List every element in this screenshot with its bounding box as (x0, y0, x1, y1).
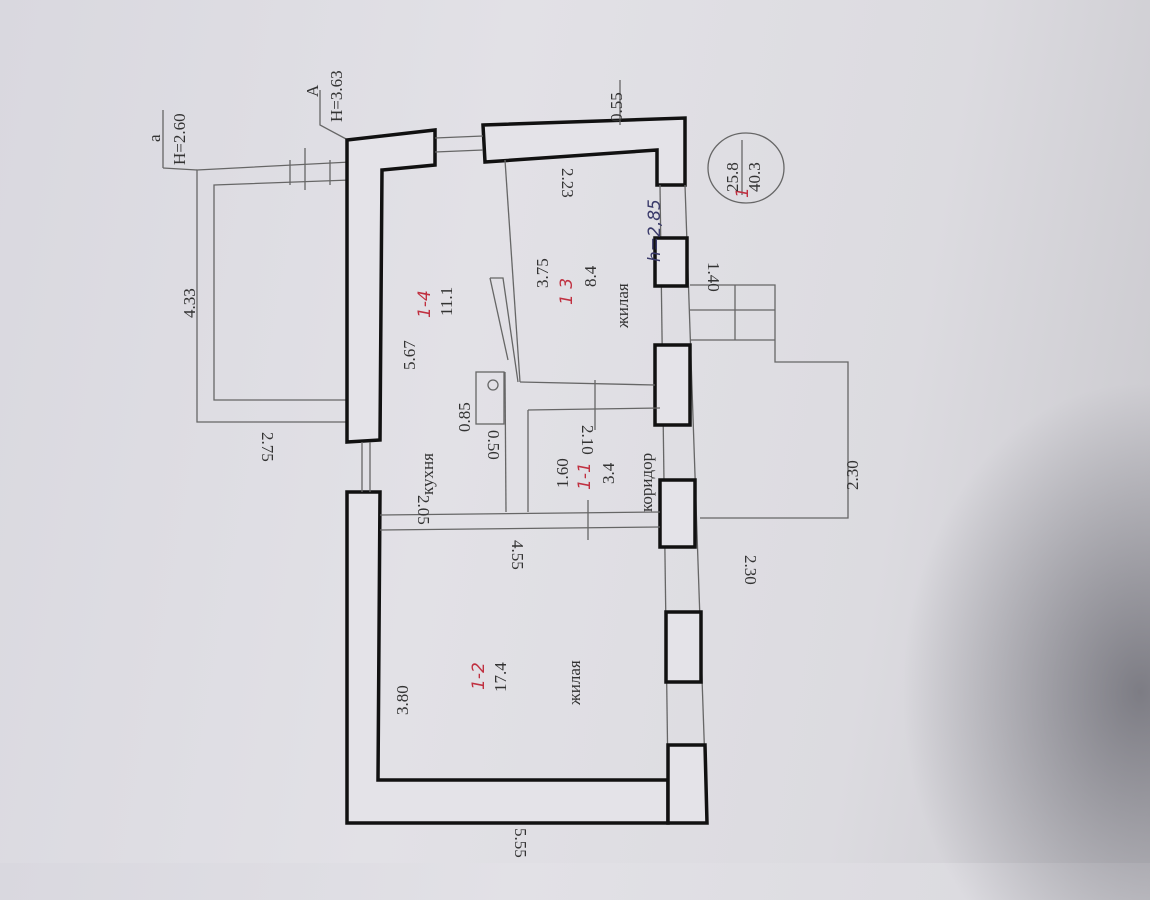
dim-kitchen-width: 2.05 (414, 495, 433, 525)
room-1-2-area: 17.4 (491, 662, 510, 692)
walls (345, 116, 709, 825)
dim-room3-width: 2.23 (558, 168, 577, 198)
room-1-4-id: 1-4 (415, 290, 435, 318)
dim-porch-length: 2.30 (741, 555, 760, 585)
main-height: Н=3.63 (327, 70, 346, 122)
room-1-3-name: жилая (613, 283, 632, 329)
summary-prefix: 1 (733, 187, 753, 198)
summary-living: 25.8 (723, 162, 742, 192)
porch (619, 80, 849, 519)
dim-kitchen-length: 5.67 (400, 340, 419, 370)
dim-porch-step: 1.40 (704, 262, 723, 292)
annex (162, 90, 351, 423)
dim-stove-length: 0.85 (455, 402, 474, 432)
dim-wall-top: 0.55 (607, 92, 626, 122)
dim-room2-length: 3.80 (393, 685, 412, 715)
annex-height: Н=2.60 (170, 113, 189, 165)
main-label: А (303, 84, 322, 97)
dim-room2-width: 4.55 (508, 540, 527, 570)
room-corridor-name: коридор (637, 453, 656, 512)
dim-overall: 5.55 (511, 828, 530, 858)
dim-annex-length: 4.33 (180, 288, 199, 318)
room-1-2-name: жилая (565, 660, 584, 706)
summary-circle (707, 132, 785, 204)
dim-room3-length: 3.75 (533, 258, 552, 288)
dim-corridor-width: 2.10 (578, 425, 597, 455)
dim-stove-width: 0.50 (484, 430, 503, 460)
floor-plan: 1 25.8 40.3 а Н=2.60 А Н=3.63 4.33 5.67 … (145, 70, 862, 858)
room-1-2-id: 1-2 (469, 662, 489, 690)
room-kitchen-name: кухня (418, 453, 437, 495)
dim-porch-width: 2.30 (843, 460, 862, 490)
room-1-1-area: 3.4 (599, 462, 618, 484)
partitions (379, 159, 661, 540)
room-1-4-area: 11.1 (437, 287, 456, 316)
summary-total: 40.3 (745, 162, 764, 192)
room-1-3-id: 1 3 (557, 278, 577, 305)
room-1-3-area: 8.4 (581, 265, 600, 287)
ceiling-height-note: h=2,85 (645, 199, 665, 262)
dim-annex-width: 2.75 (258, 432, 277, 462)
dim-corridor-length: 1.60 (553, 458, 572, 488)
annex-label: а (145, 134, 164, 142)
photo-shadow (900, 380, 1150, 900)
room-1-1-id: 1-1 (575, 462, 595, 490)
